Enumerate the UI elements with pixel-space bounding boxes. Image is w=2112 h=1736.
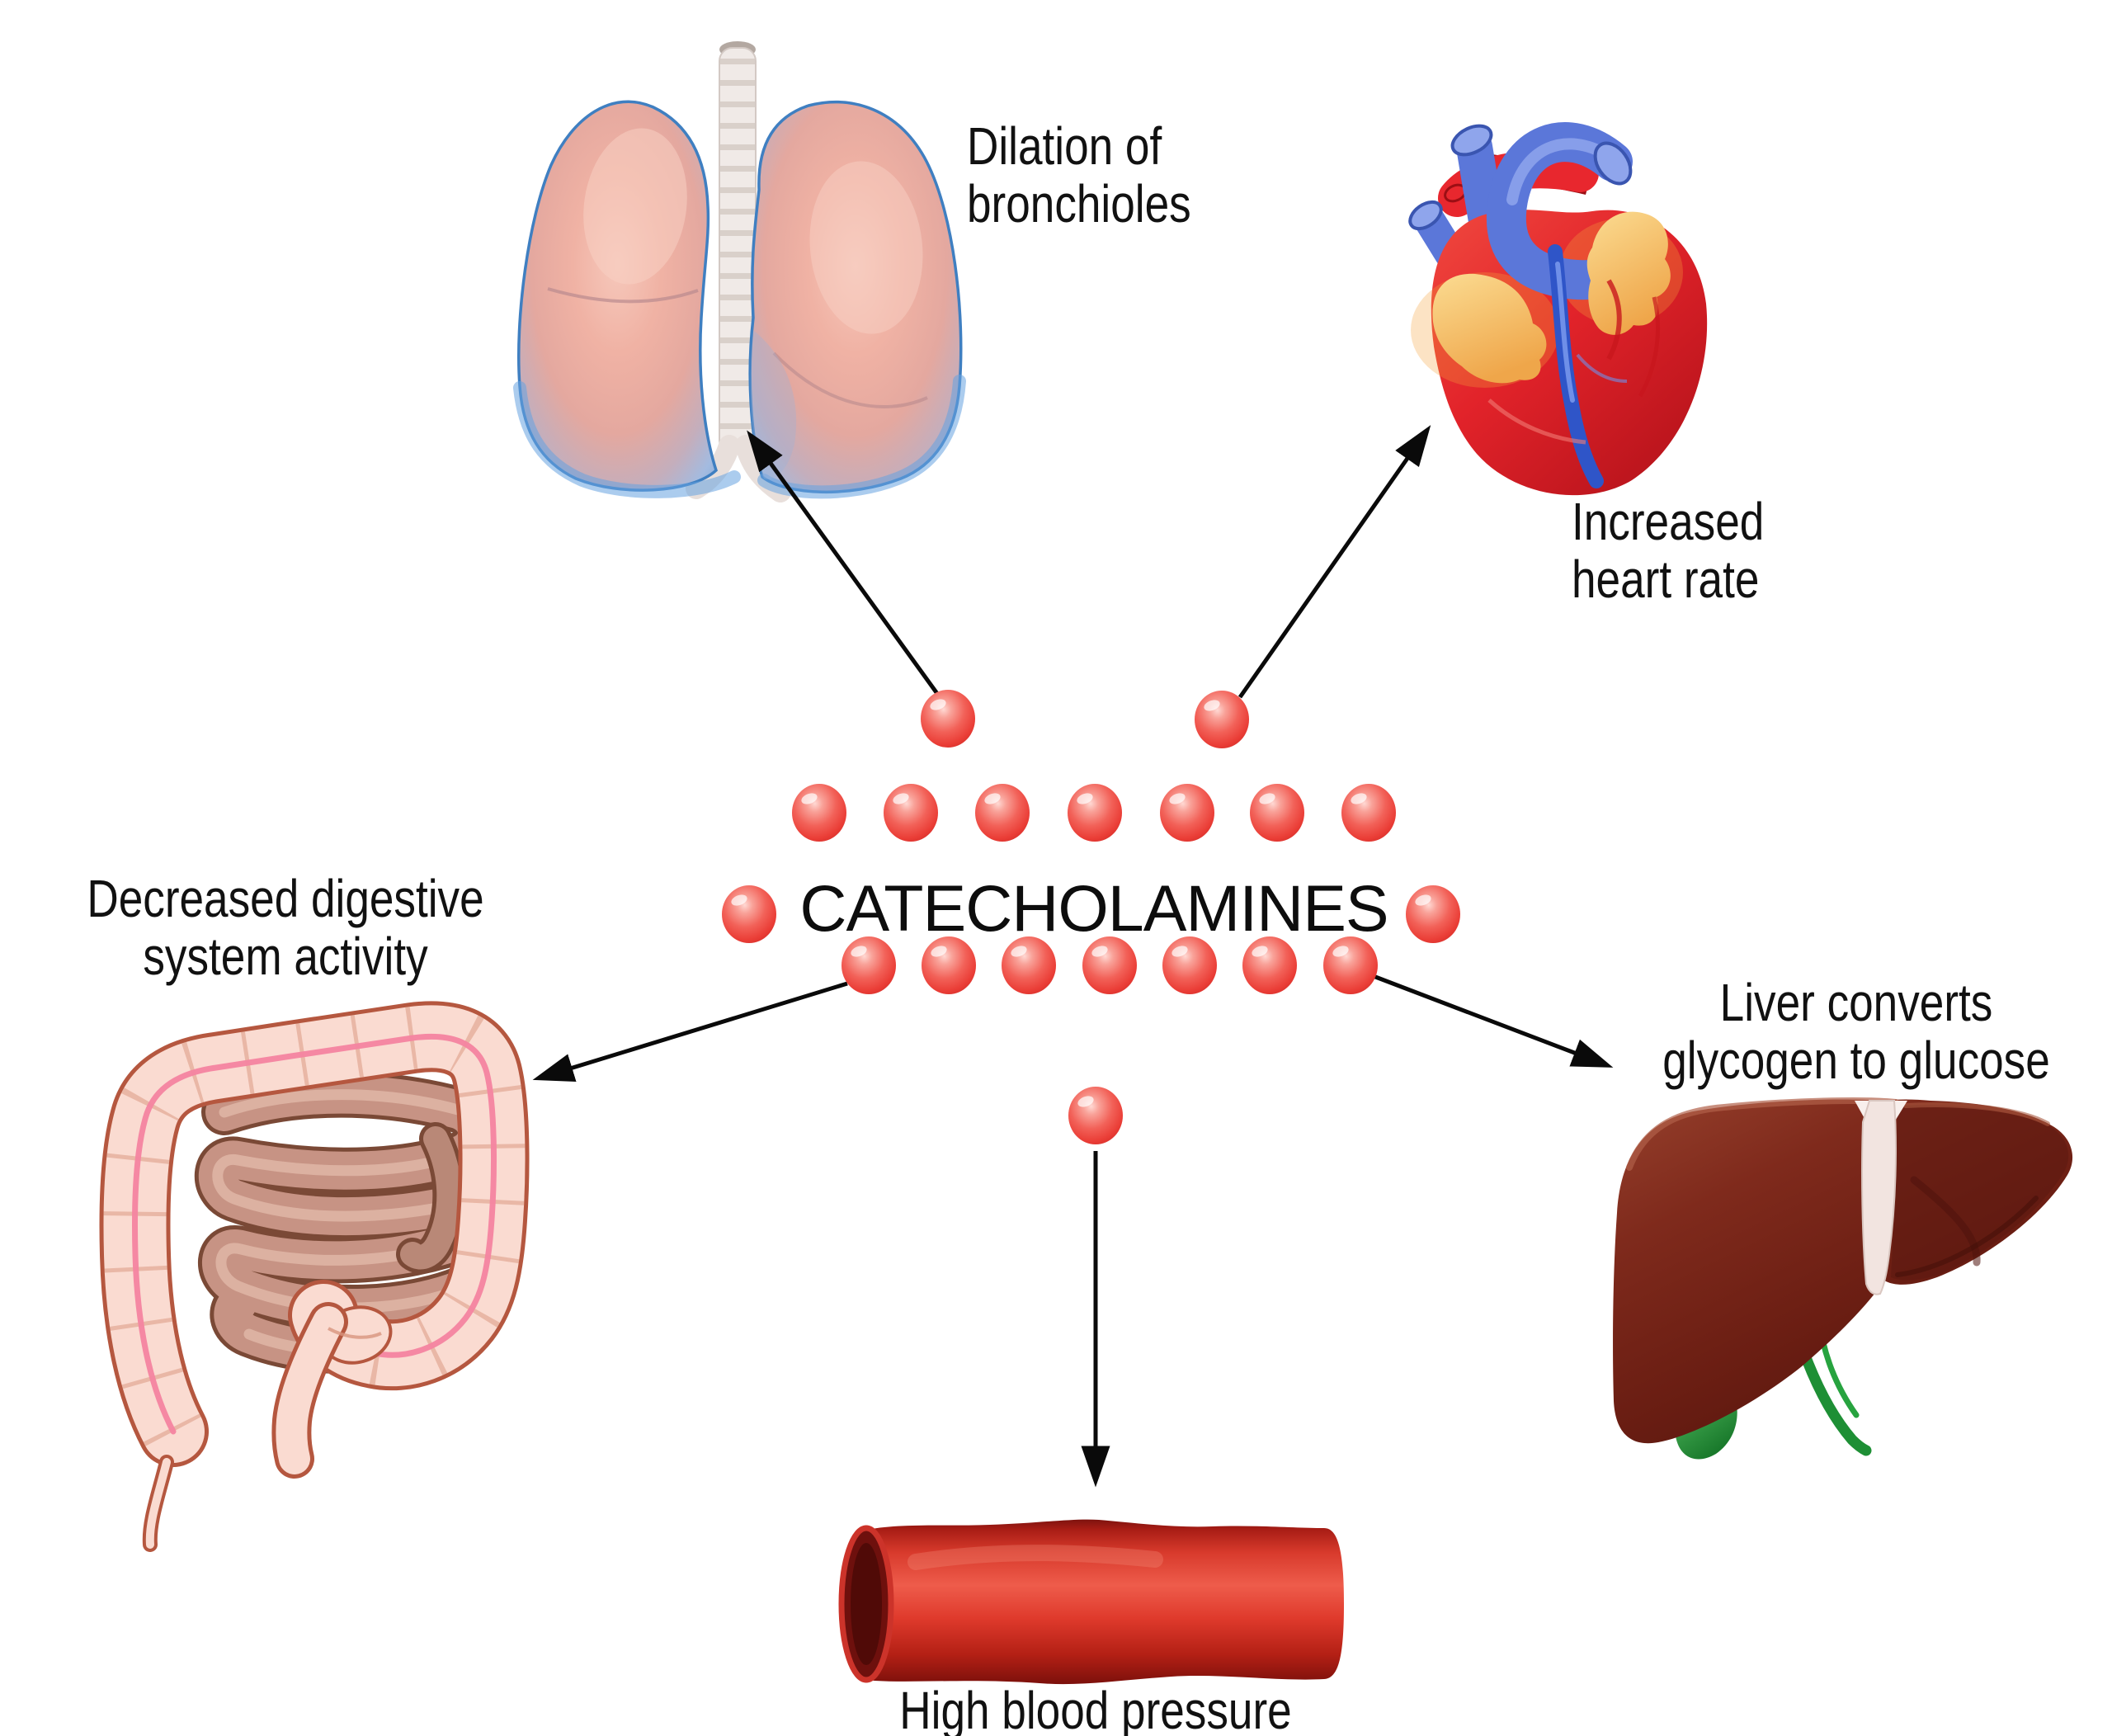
coronary-artery [1638,296,1660,398]
left-lung-highlight [583,128,687,285]
label-decreased-digestive-activity: Decreased digestive system activity [87,869,484,986]
label-liver-glycogen-to-glucose: Liver converts glycogen to glucose [1662,973,2050,1090]
right-lung-base-shade [757,375,966,499]
bile-duct [1793,1331,1872,1456]
blood-vessel-illustration [838,1519,1344,1685]
catecholamine-dot [884,784,938,842]
coronary-artery [1606,279,1622,361]
left-fat-pad [1432,273,1547,384]
right-fat-pad [1586,211,1671,335]
left-lung-fissure [547,287,699,304]
label-increased-heart-rate: Increased heart rate [1572,492,1765,609]
catecholamine-dot [1341,784,1396,842]
catecholamine-dot [1250,784,1304,842]
vessel-opening [1408,200,1443,231]
arrow-to-intestines [532,981,848,1082]
catecholamine-dot [1323,936,1378,994]
vena-cava-opening [1450,124,1493,157]
right-lung-highlight [809,161,923,334]
superior-vena-cava [1456,129,1505,239]
arrow-to-liver [1370,973,1614,1068]
diagram-title: CATECHOLAMINES [799,871,1388,945]
label-dilation-of-bronchioles: Dilation of bronchioles [967,116,1191,234]
catecholamine-dot [921,690,975,748]
right-lobe-shade [1891,1105,2069,1281]
catecholamine-dot [1082,936,1137,994]
surface-vein [1576,353,1628,383]
intestines-illustration [99,1001,530,1552]
surface-vessel [1487,399,1586,445]
catecholamine-dot [1002,936,1056,994]
vessel-body [859,1519,1344,1685]
label-high-blood-pressure: High blood pressure [899,1681,1292,1736]
catecholamine-dot [922,936,976,994]
catecholamine-dot [1242,936,1297,994]
vessel-lumen [851,1543,882,1665]
right-lobe-highlight [1903,1102,2050,1126]
liver-under-edge [1895,1196,2039,1277]
catecholamine-dot [975,784,1030,842]
liver-crease [1910,1176,1981,1267]
arrow-to-lungs [747,430,940,696]
taenia-coli-line [132,1033,497,1435]
left-lung-base-shade [513,381,741,498]
catecholamine-dot [1195,691,1249,748]
catecholamine-dot [1162,936,1217,994]
lungs-illustration [513,41,966,502]
catecholamine-dot [1068,1087,1123,1144]
liver-illustration [1613,1097,2073,1460]
heart-illustration [1408,122,1708,496]
right-lung-fissure [772,351,928,408]
vessel-sheen [908,1545,1163,1570]
large-intestine [99,1001,530,1552]
catecholamine-dot [1068,784,1122,842]
arrows [532,425,1614,1488]
catecholamine-dot [842,936,896,994]
falciform-ligament [1861,1100,1897,1295]
aorta-opening [1593,141,1633,186]
arrow-to-heart [1238,425,1431,699]
aorta-highlight [1506,138,1613,205]
catecholamine-dot [792,784,846,842]
catecholamine-dot [1160,784,1214,842]
coronary-vein-highlight [1555,262,1575,403]
